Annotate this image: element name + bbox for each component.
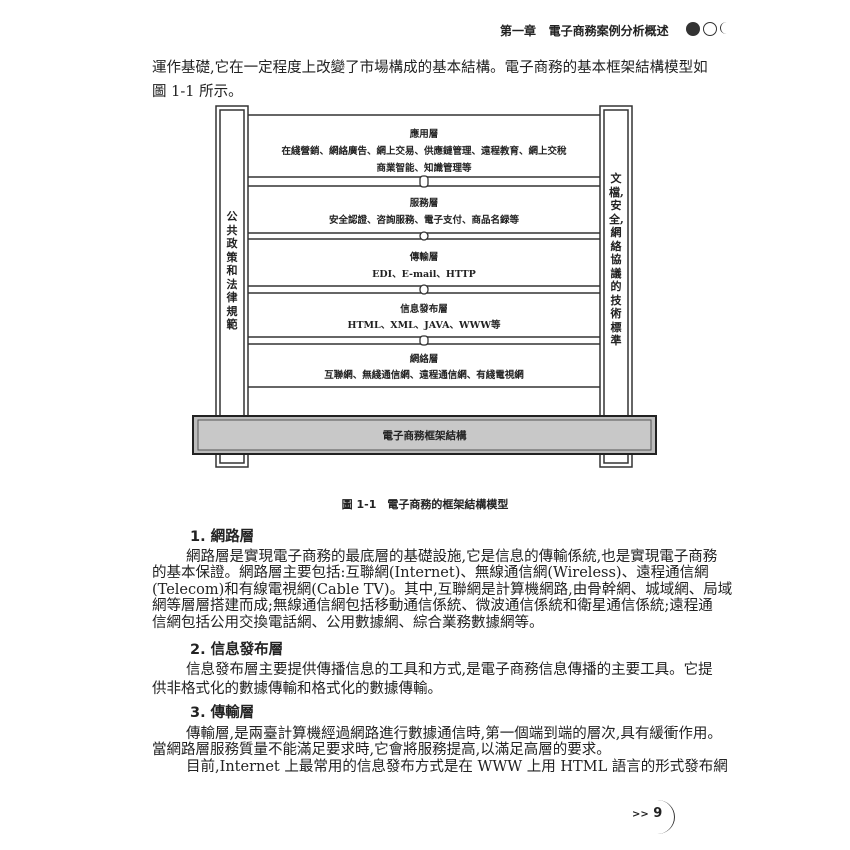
layer-name: 網絡層 bbox=[409, 354, 439, 365]
body-line: 的基本保證。網路層主要包括:互聯網(Internet)、無線通信網(Wirele… bbox=[152, 565, 709, 581]
layer-name: 信息發布層 bbox=[400, 304, 448, 315]
body-line: 當網路層服務質量不能滿足要求時,它會將服務提高,以滿足高層的要求。 bbox=[152, 742, 611, 758]
figure-caption: 圖 1-1 電子商務的框架結構模型 bbox=[341, 498, 509, 511]
body-line: (Telecom)和有線電視網(Cable TV)。其中,互聯網是計算機網路,由… bbox=[152, 582, 733, 598]
body-line: 信網包括公用交換電話網、公用數據網、綜合業務數據網等。 bbox=[152, 615, 544, 631]
layer-items: EDI、E-mail、HTTP bbox=[372, 269, 476, 280]
intro-line: 運作基礎,它在一定程度上改變了市場構成的基本結構。電子商務的基本框架結構模型如 bbox=[152, 60, 708, 76]
header-ring-icon bbox=[703, 22, 717, 36]
layer-items: HTML、XML、JAVA、WWW等 bbox=[347, 320, 501, 331]
intro-line: 圖 1-1 所示。 bbox=[152, 84, 243, 100]
body-line: 網等層層搭建而成;無線通信網包括移動通信係統、微波通信係統和衛星通信係統;遠程通 bbox=[152, 598, 713, 614]
section-heading: 2. 信息發布層 bbox=[190, 642, 284, 658]
layer-connector bbox=[419, 284, 429, 295]
layer-name: 服務層 bbox=[409, 198, 439, 209]
layer-connector bbox=[419, 231, 429, 241]
page-arc-icon bbox=[640, 800, 675, 834]
body-line: 傳輸層,是兩臺計算機經過網路進行數據通信時,第一個端到端的層次,具有緩衝作用。 bbox=[186, 726, 722, 742]
base-label: 電子商務框架結構 bbox=[382, 430, 467, 442]
body-line: 供非格式化的數據傳輸和格式化的數據傳輸。 bbox=[152, 681, 442, 697]
layer-items: 安全認證、咨詢服務、電子支付、商品名録等 bbox=[328, 215, 519, 226]
chapter-label: 第一章 bbox=[500, 24, 537, 38]
right-pillar bbox=[599, 105, 633, 468]
layer-items: 商業智能、知識管理等 bbox=[376, 163, 472, 174]
section-heading: 1. 網路層 bbox=[190, 529, 255, 545]
body-line: 目前,Internet 上最常用的信息發布方式是在 WWW 上用 HTML 語言… bbox=[186, 759, 728, 775]
layer-connector bbox=[419, 175, 429, 188]
header-circle-icon bbox=[686, 22, 700, 36]
layer-name: 傳輸層 bbox=[409, 252, 439, 263]
right-pillar-label: 文檔,安全,網絡協議的技術標準 bbox=[609, 172, 624, 347]
layer-connector bbox=[419, 335, 429, 346]
layer-items: 互聯網、無綫通信網、遠程通信網、有綫電視網 bbox=[324, 370, 524, 381]
section-heading: 3. 傳輸層 bbox=[190, 705, 255, 721]
chapter-title: 電子商務案例分析概述 bbox=[548, 24, 669, 38]
header-arc-icon bbox=[720, 22, 733, 34]
left-pillar-label: 公共政策和法律規範 bbox=[226, 210, 238, 331]
layer-items: 在綫營銷、網絡廣告、網上交易、供應鏈管理、遠程教育、網上交稅 bbox=[281, 146, 567, 157]
layer-name: 應用層 bbox=[409, 129, 439, 140]
body-line: 信息發布層主要提供傳播信息的工具和方式,是電子商務信息傳播的主要工具。它提 bbox=[186, 662, 713, 678]
body-line: 網路層是實現電子商務的最底層的基礎設施,它是信息的傳輸係統,也是實現電子商務 bbox=[186, 549, 718, 565]
running-header: 第一章 電子商務案例分析概述 bbox=[500, 22, 669, 39]
